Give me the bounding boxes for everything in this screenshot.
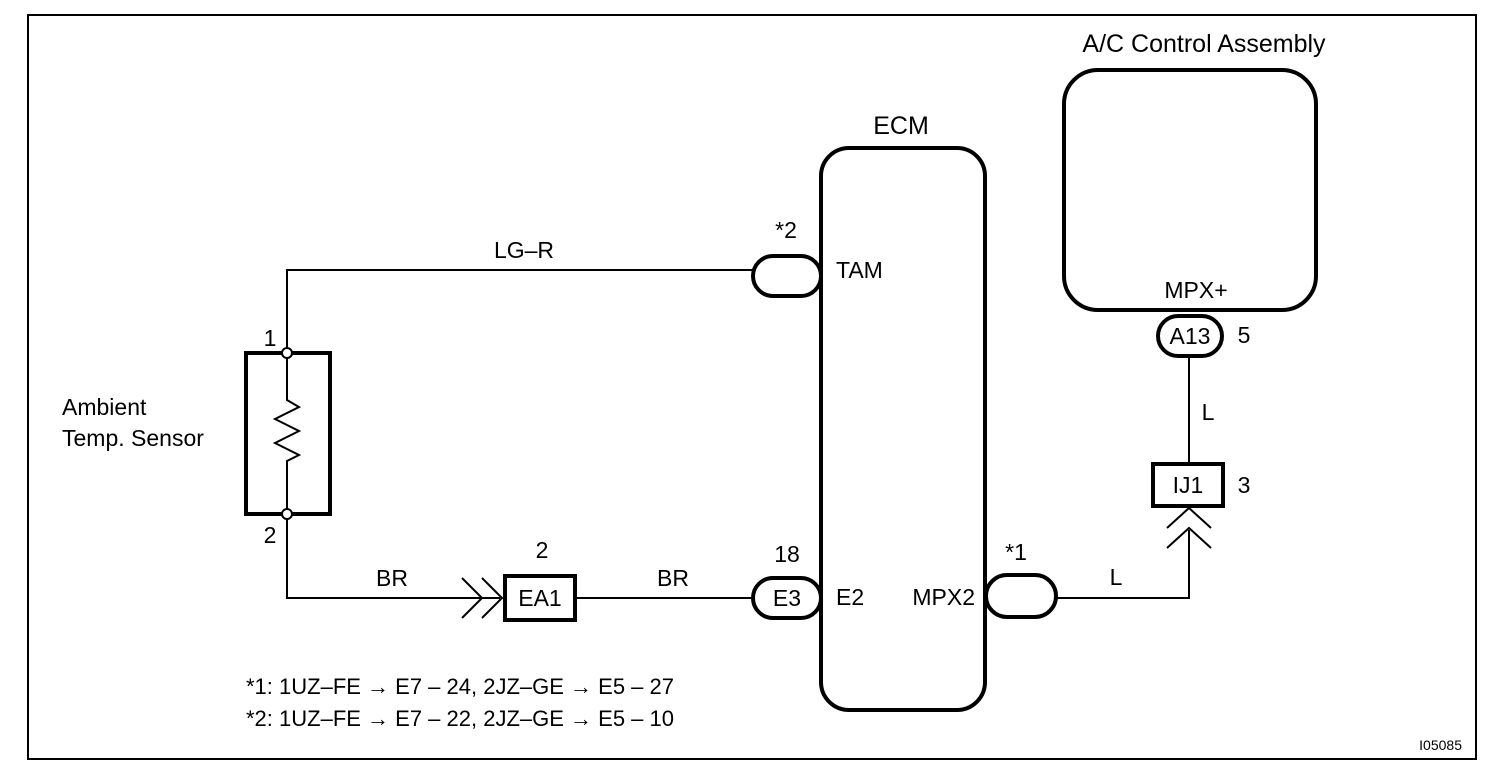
ij1-chevron-upper xyxy=(1166,506,1212,529)
connector-tam-note: *2 xyxy=(775,217,797,243)
diagram-frame xyxy=(27,14,1477,760)
sensor-label-line1: Ambient xyxy=(62,394,147,420)
connector-e3-label: E3 xyxy=(773,585,801,611)
ac-control-assembly xyxy=(1062,68,1318,312)
sensor-pin2-label: 2 xyxy=(264,522,277,548)
ecm-label: ECM xyxy=(873,112,929,140)
connector-a13-label: A13 xyxy=(1170,323,1211,349)
sensor-pin1-terminal xyxy=(281,347,293,359)
connector-e3-pin: 18 xyxy=(774,541,800,567)
wire-l-lower-label: L xyxy=(1110,564,1123,590)
figure-id: I05085 xyxy=(1419,737,1462,753)
note-2: *2: 1UZ–FE → E7 – 22, 2JZ–GE → E5 – 10 xyxy=(246,706,674,731)
wire-lg-r xyxy=(286,269,753,353)
connector-mpx2-note: *1 xyxy=(1005,539,1027,565)
wire-l-upper-label: L xyxy=(1202,399,1215,425)
wire-br-left xyxy=(286,514,500,599)
connector-mpx2 xyxy=(984,573,1058,619)
wire-l-lower xyxy=(1056,530,1190,599)
connector-a13-pin: 5 xyxy=(1238,322,1251,348)
ecm-terminal-e2: E2 xyxy=(836,584,864,610)
sensor-label-line2: Temp. Sensor xyxy=(62,425,204,451)
ac-assembly-label: A/C Control Assembly xyxy=(1082,30,1326,58)
connector-tam xyxy=(751,254,823,298)
ecm-box xyxy=(819,146,987,712)
connector-ij1-label: IJ1 xyxy=(1173,472,1204,498)
ecm-terminal-tam: TAM xyxy=(836,257,883,283)
ac-terminal-mpx-plus: MPX+ xyxy=(1164,277,1227,303)
wire-lg-r-label: LG–R xyxy=(494,237,554,263)
ij1-chevron-lower xyxy=(1166,526,1212,549)
connector-ij1 xyxy=(1151,462,1225,508)
ecm-terminal-mpx2: MPX2 xyxy=(912,584,975,610)
connector-ea1-label: EA1 xyxy=(518,585,561,611)
note-1: *1: 1UZ–FE → E7 – 24, 2JZ–GE → E5 – 27 xyxy=(246,674,674,699)
sensor-pin2-terminal xyxy=(281,508,293,520)
wire-br-right-label: BR xyxy=(657,565,689,591)
sensor-pin1-label: 1 xyxy=(264,325,277,351)
ea1-chevron-right xyxy=(481,577,504,619)
connector-ea1-pin: 2 xyxy=(536,537,549,563)
sensor-resistor xyxy=(272,353,302,514)
connector-ea1 xyxy=(503,574,577,622)
connector-ij1-pin: 3 xyxy=(1238,472,1251,498)
wire-br-left-label: BR xyxy=(376,565,408,591)
